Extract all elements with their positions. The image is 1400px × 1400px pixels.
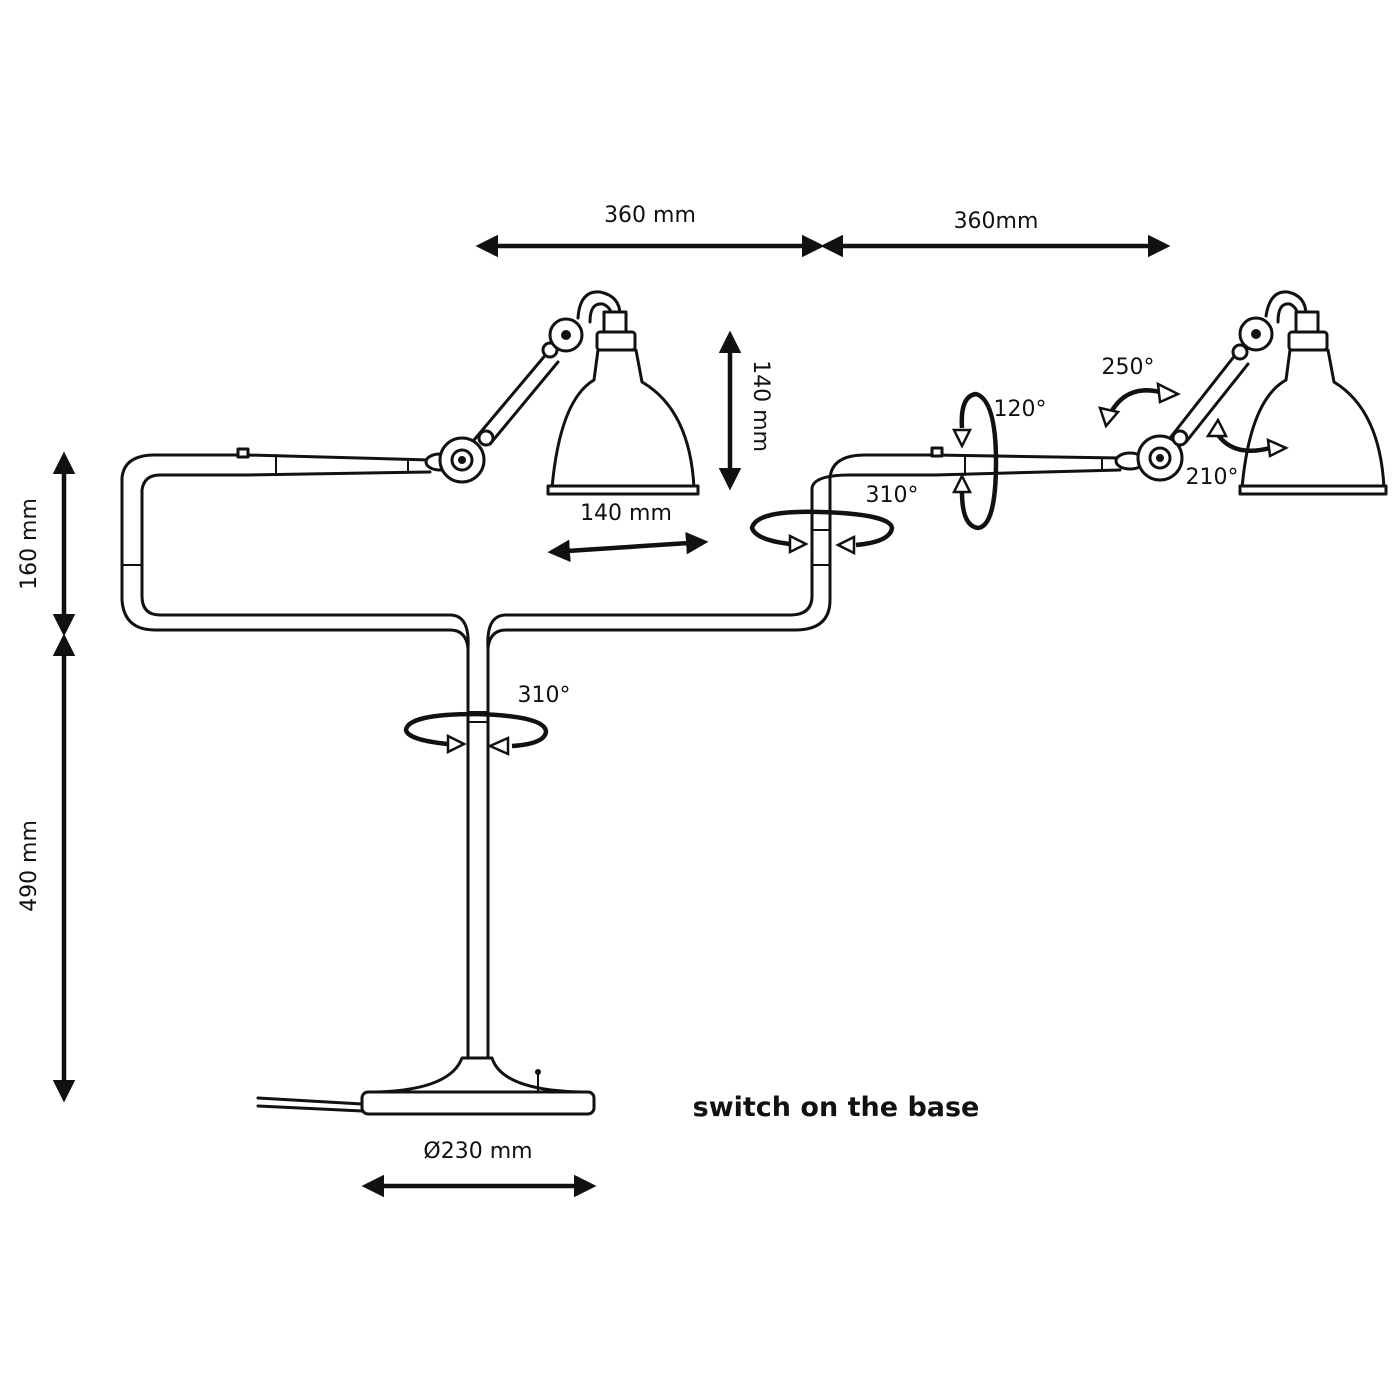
stem-rotation-indicator: 310° [403,683,571,756]
switch-note: switch on the base [693,1092,980,1123]
elbow-rotation-indicator: 310° [749,483,919,556]
base-diameter-label: Ø230 mm [423,1139,532,1164]
rotation-arrow-head-icon [951,428,973,449]
rotation-arrow-head-icon [446,733,467,755]
rotation-arrow-head-icon [788,533,809,555]
lamp-base [256,1056,596,1116]
shoulder-tilt-indicator: 120° [951,391,1047,531]
upper-height-label: 160 mm [17,498,42,590]
shade-height-label: 140 mm [748,360,773,452]
tube-frame [120,453,937,650]
shade-width-arrow [547,531,709,563]
elbow-rotation-label: 310° [866,483,919,508]
stem-height-label: 490 mm [17,820,42,912]
shade-tilt-label: 210° [1186,465,1239,490]
rotation-arrow-head-icon [1266,437,1289,458]
stem-rotation-label: 310° [518,683,571,708]
rotation-arrow-head-icon [1205,417,1229,438]
shade-height-dimension: 140 mm [718,330,773,491]
upper-height-dimension: 160 mm [17,451,76,637]
right-reach-label: 360mm [954,209,1039,234]
base-diameter-dimension: Ø230 mm [361,1139,597,1198]
right-arm [930,290,1308,482]
left-shade [546,310,700,496]
stem-height-dimension: 490 mm [17,633,76,1103]
left-arm [236,290,622,484]
shade-tilt-indicator: 210° [1186,417,1289,490]
rotation-arrow-head-icon [951,473,973,494]
rotation-arrow-head-icon [486,736,510,756]
left-reach-dimension: 360 mm [475,203,825,258]
shoulder-tilt-label: 120° [994,397,1047,422]
right-reach-dimension: 360mm [820,209,1171,258]
shade-width-label: 140 mm [580,501,672,526]
arm-swing-indicator: 250° [1098,355,1181,429]
arm-swing-label: 250° [1102,355,1155,380]
shade-width-dimension: 140 mm [547,501,709,563]
left-reach-label: 360 mm [604,203,696,228]
rotation-arrow-head-icon [835,534,856,556]
rotation-arrow-head-icon [1156,381,1181,404]
lamp-stem [466,646,490,1060]
rotation-arrow-head-icon [1098,406,1121,429]
